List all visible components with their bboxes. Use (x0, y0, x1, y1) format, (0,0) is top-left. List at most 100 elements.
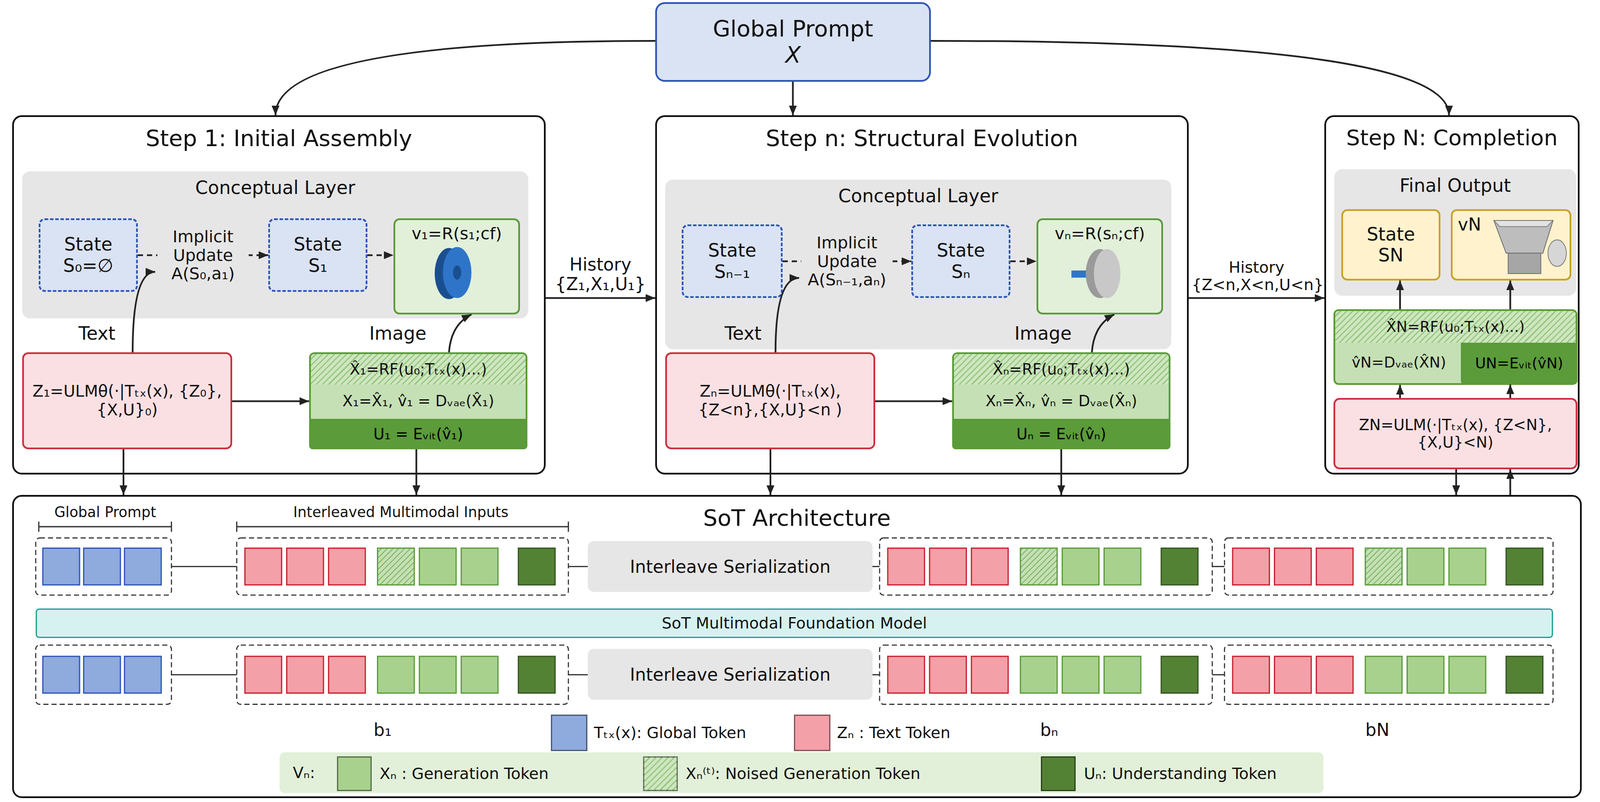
edge-label: Implicit Update A(S₀,a₁) (157, 227, 249, 284)
link-line (568, 565, 588, 567)
text-label: Global Prompt (54, 504, 157, 520)
node-text: Final Output (1334, 175, 1577, 197)
token-group (1224, 644, 1554, 704)
node-text: Step 1: Initial Assembly (13, 125, 544, 152)
state-box: State Sₙ₋₁ (681, 224, 783, 298)
node-text: State SN (1351, 223, 1430, 267)
output-state-box: State SN (1341, 209, 1441, 281)
token (1316, 547, 1354, 585)
token (1161, 656, 1198, 693)
connector (1509, 280, 1512, 310)
legend-text: Uₙ: Understanding Token (1083, 764, 1277, 783)
connector (1060, 449, 1063, 495)
render-illustration (434, 246, 472, 300)
token (1506, 656, 1543, 693)
token (377, 656, 414, 693)
connector (545, 296, 656, 299)
node-text: Xₙ=X̂ₙ, v̂ₙ = Dᵥₐₑ(X̂ₙ) (953, 384, 1169, 418)
understanding-band: U₁ = Eᵥᵢₜ(v̂₁) (309, 418, 528, 450)
token (328, 656, 366, 693)
token (43, 656, 80, 693)
text-label: bN (1365, 720, 1390, 740)
node-text: vₙ=R(sₙ;cf) (1040, 224, 1159, 244)
token (244, 656, 282, 693)
token (286, 547, 324, 585)
edge-label: History {Z₁,X₁,U₁} (548, 254, 653, 294)
connector (1091, 314, 1115, 353)
token (286, 656, 324, 693)
node-text: SoT Multimodal Foundation Model (661, 613, 927, 632)
connector (1455, 469, 1457, 495)
state-box: State S₀=∅ (38, 218, 138, 292)
token (1062, 656, 1099, 693)
token (83, 656, 120, 693)
link-line (872, 673, 880, 676)
leader-arrow (775, 277, 800, 353)
node-text: v₁=R(s₁;cf) (397, 224, 516, 244)
connector (769, 449, 772, 495)
token (1103, 656, 1141, 693)
text-label: Text (78, 323, 116, 344)
disc-hub (453, 265, 462, 280)
node-text: X₁=X̂₁, v̂₁ = Dᵥₐₑ(X̂₁) (310, 384, 526, 418)
connector (1399, 280, 1401, 310)
legend-text: Tₜₓ(x): Global Token (593, 723, 747, 742)
connector (1509, 469, 1512, 495)
node-text: X̂ₙ=RF(u₀;Tₜₓ(x)...) (953, 353, 1169, 385)
token (461, 656, 498, 693)
token (1062, 547, 1099, 585)
edge-label: History {Z<n,X<n,U<n} (1191, 258, 1322, 294)
node-text: X̂N=RF(u₀;Tₜₓ(x)...) (1335, 310, 1576, 343)
token (1406, 656, 1444, 693)
bracket-line (236, 521, 569, 532)
token-group (1224, 537, 1554, 595)
image-box: X̂₁=RF(u₀;Tₜₓ(x)...)X₁=X̂₁, v̂₁ = Dᵥₐₑ(X… (309, 352, 528, 450)
step-panel: Step 1: Initial AssemblyConceptual Layer… (12, 115, 546, 475)
node-text: State S₀=∅ (53, 233, 124, 277)
disc-part (443, 246, 472, 298)
node-text: UN=Eᵥᵢₜ(v̂N) (1475, 354, 1564, 372)
legend-panel (279, 752, 1324, 794)
render-illustration (1071, 249, 1121, 299)
token (1506, 547, 1543, 585)
token-group (35, 537, 172, 595)
node-text: Conceptual Layer (22, 177, 529, 199)
token (1020, 656, 1057, 693)
legend-swatch (550, 714, 588, 751)
node-text: SoT Architecture (13, 505, 1580, 532)
node-text: X̂₁=RF(u₀;Tₜₓ(x)...) (310, 353, 526, 385)
legend-swatch (336, 756, 372, 791)
text-box: ZN=ULM(·|Tₜₓ(x), {Z<N},{X,U}<N) (1333, 397, 1578, 470)
token-row (35, 537, 1554, 595)
token-group (236, 537, 569, 595)
token (1232, 656, 1270, 693)
connector (275, 40, 656, 116)
image-box: X̂N=RF(u₀;Tₜₓ(x)...)v̂N=Dᵥₐₑ(X̂N) UN=Eᵥᵢₜ… (1333, 309, 1578, 385)
node-text: v̂N=Dᵥₐₑ(X̂N) (1335, 342, 1463, 383)
link-line (171, 565, 237, 567)
token (1365, 547, 1402, 585)
prompt-box: Global PromptX (655, 2, 931, 82)
legend-swatch (1040, 756, 1076, 791)
token (461, 547, 498, 585)
link-line (1212, 565, 1225, 567)
token (1449, 547, 1486, 585)
text-label: Image (369, 323, 427, 344)
model-band: SoT Multimodal Foundation Model (35, 608, 1554, 638)
token (328, 547, 366, 585)
node-text: Step N: Completion (1326, 125, 1578, 151)
text-box: Z₁=ULMθ(·|Tₜₓ(x), {Z₀},{X,U}₀) (22, 352, 233, 450)
image-box: X̂ₙ=RF(u₀;Tₜₓ(x)...)Xₙ=X̂ₙ, v̂ₙ = Dᵥₐₑ(X… (952, 352, 1171, 450)
token (124, 656, 161, 693)
node-text: U₁ = Eᵥᵢₜ(v̂₁) (373, 425, 464, 443)
token-group (236, 644, 569, 704)
token (43, 547, 80, 585)
text-label: Image (1014, 323, 1072, 344)
token-group (35, 644, 172, 704)
connector (122, 449, 125, 495)
step-panel: Step N: CompletionFinal OutputState SNvN… (1324, 115, 1580, 475)
connector (930, 40, 1450, 116)
token-row (35, 644, 1554, 704)
understanding-band: Uₙ = Eᵥᵢₜ(v̂ₙ) (952, 418, 1171, 450)
node-text: Z₁=ULMθ(·|Tₜₓ(x), {Z₀},{X,U}₀) (29, 382, 226, 420)
